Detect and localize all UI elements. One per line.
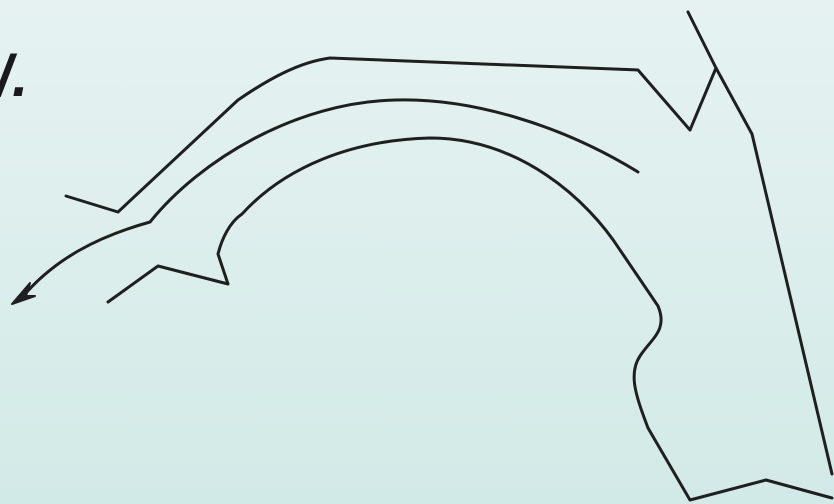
flow-arrow-line: [20, 100, 638, 300]
outer-wall-line: [66, 58, 832, 474]
outer-wall-top-segment: [688, 12, 716, 68]
inner-wall-line: [108, 138, 832, 500]
